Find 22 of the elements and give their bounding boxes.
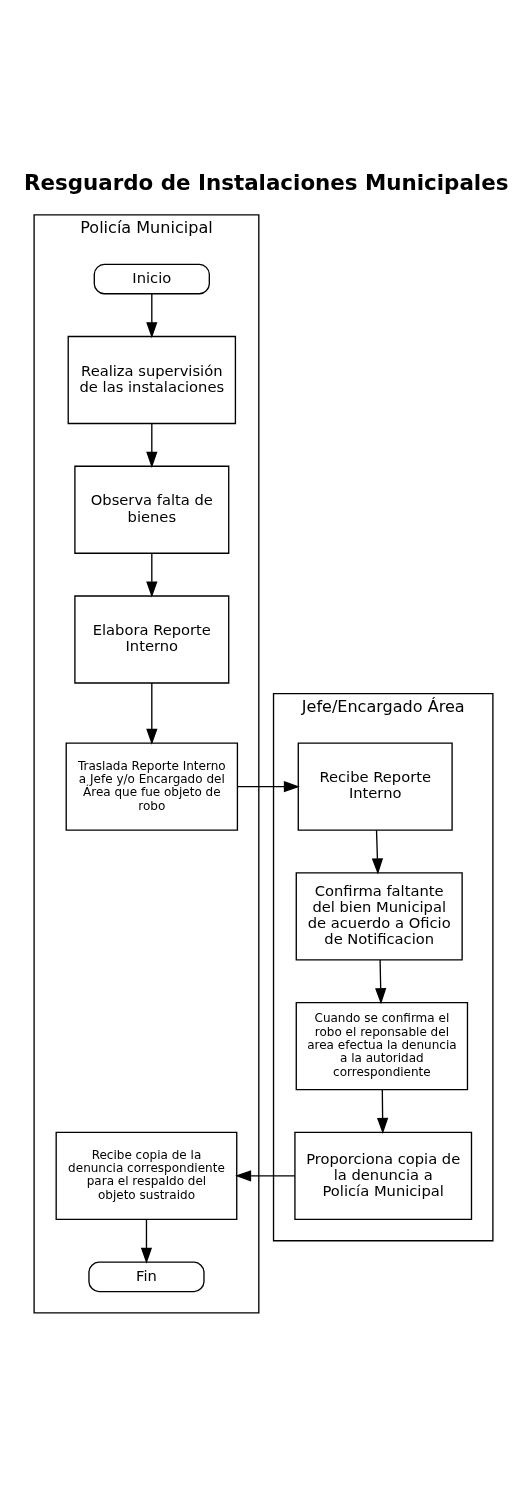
node-box: Proporciona copia de la denuncia a Policía Municipal — [294, 1131, 473, 1220]
node-box: Cuando se confirma el robo el reponsable del area efectua la denuncia a la autoridad correspondiente — [295, 1001, 469, 1091]
node-box: Inicio — [93, 263, 210, 295]
arrow — [146, 293, 158, 339]
arrow — [235, 1170, 296, 1182]
node-box: Confirma faltante del bien Municipal de acuerdo a Oficio de Notificacion — [295, 872, 463, 961]
node-box: Fin — [88, 1261, 205, 1293]
node-box: Observa falta de bienes — [74, 465, 230, 554]
arrow — [371, 829, 384, 875]
arrow — [146, 423, 158, 468]
node-box: Traslada Reporte Interno a Jefe y/o Encargado del Área que fue objeto de robo — [65, 742, 239, 831]
arrow — [377, 1089, 389, 1134]
arrow — [140, 1218, 153, 1264]
node-box: Realiza supervisión de las instalaciones — [67, 335, 237, 425]
node-box: Recibe Reporte Interno — [297, 742, 453, 831]
arrow — [146, 682, 158, 745]
arrow — [237, 781, 300, 793]
arrow — [375, 959, 387, 1005]
node-box: Recibe copia de la denuncia correspondiente para el respaldo del objeto sustraido — [55, 1131, 238, 1220]
node-box: Elabora Reporte Interno — [74, 595, 230, 684]
diagram-title: Resguardo de Instalaciones Municipales — [24, 170, 509, 196]
arrow — [146, 552, 158, 598]
